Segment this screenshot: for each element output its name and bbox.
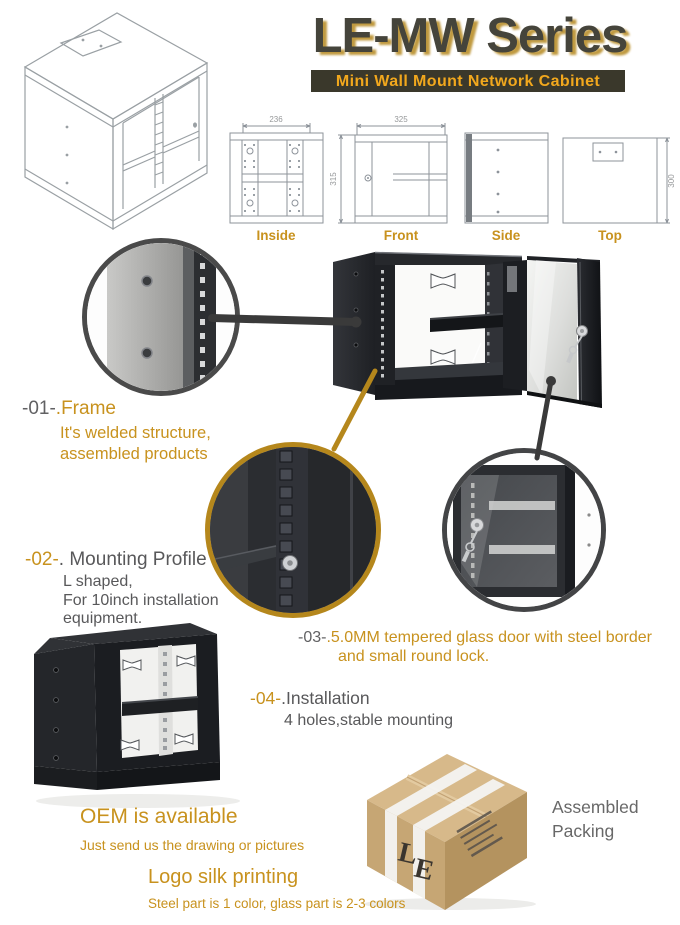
packing-straps [385, 764, 505, 899]
left-rail-holes [381, 270, 384, 378]
rail-holes [244, 144, 300, 212]
view-label-side: Side [491, 228, 521, 243]
hinge-bracket [507, 266, 517, 292]
cabinet-bottom-frame [375, 374, 522, 400]
cabinet-isometric-drawing [23, 12, 209, 231]
side-panel-screws [353, 271, 359, 348]
feature-line: L shaped, [63, 573, 133, 590]
cabinet-rear-photo [34, 623, 240, 808]
side-view-drawing [464, 132, 549, 224]
logo-printing-title: Logo silk printing [148, 866, 299, 888]
rail-drawing [154, 94, 164, 188]
shipping-label-print [456, 810, 503, 858]
door-glass [527, 260, 577, 400]
feature-number: -03- [298, 629, 327, 646]
interior-rail-holes [163, 652, 167, 750]
feature-number: -02- [25, 549, 59, 570]
cabinet-top-face [50, 623, 217, 644]
packing-line: Packing [552, 821, 615, 841]
cabinet-shelf [430, 314, 517, 332]
panel-screws [141, 275, 153, 359]
feature-line: and small round lock. [338, 648, 490, 665]
cabinet-plinth [97, 762, 220, 790]
feature-title: .Frame [55, 398, 116, 419]
logo-printing-block: Logo silk printing Steel part is 1 color… [148, 866, 405, 911]
top-view-drawing: 300 [562, 137, 676, 224]
view-label-front: Front [383, 228, 419, 243]
oem-subtitle: Just send us the drawing or pictures [80, 837, 305, 853]
feature-line: assembled products [60, 445, 208, 463]
box-le-logo: L E [395, 837, 436, 887]
shelf-edge [210, 545, 276, 573]
feature-glass-door: -03-.5.0MM tempered glass door with stee… [298, 629, 652, 666]
top-depth-dim: 300 [667, 174, 676, 188]
logo-printing-subtitle: Steel part is 1 color, glass part is 2-3… [148, 896, 406, 911]
box-right-face [445, 792, 527, 910]
front-height-dim: 315 [329, 172, 338, 186]
cabinet-floor [395, 361, 522, 381]
view-label-top: Top [598, 228, 622, 243]
feature-frame: -01-.Frame It's welded structure, assemb… [22, 398, 211, 465]
view-label-inside: Inside [256, 228, 296, 243]
technical-views-drawing: 236 325 315 [229, 115, 676, 224]
feature-line: 4 holes,stable mounting [284, 712, 453, 729]
packing-line: Assembled [552, 797, 639, 817]
mounting-keyholes [120, 655, 196, 751]
shelf-strip-lower [489, 545, 555, 554]
cabinet-shelf [122, 698, 198, 716]
feature-number: -01- [22, 398, 56, 419]
page-title: LE-MW Series [312, 9, 629, 63]
door-lock-and-keys [566, 325, 588, 364]
page-subtitle: Mini Wall Mount Network Cabinet [311, 70, 625, 92]
feature-number: -04- [250, 688, 282, 708]
door-steel-border [577, 258, 602, 408]
feature-title: . Mounting Profile [58, 549, 207, 570]
front-frame-left [375, 265, 395, 385]
glass-door-callout [442, 448, 606, 612]
feature-installation: -04-.Installation 4 holes,stable mountin… [250, 688, 453, 730]
mounting-rail [194, 243, 216, 391]
mounting-profile-callout [205, 442, 381, 618]
front-width-dim: 325 [394, 115, 408, 124]
feature-line: It's welded structure, [60, 424, 211, 442]
wall-mount-keyholes [430, 273, 456, 365]
oem-title: OEM is available [80, 805, 238, 828]
feature-line: For 10inch installation [63, 591, 219, 609]
inside-view-drawing: 236 [229, 115, 324, 224]
inside-width-dim: 236 [269, 115, 283, 124]
drawing-dots [65, 38, 197, 185]
assembled-packing-label: Assembled Packing [552, 795, 639, 843]
round-lock-with-keys [461, 518, 484, 563]
feature-title: .Installation [281, 688, 370, 708]
feature-mounting-profile: -02-. Mounting Profile L shaped, For 10i… [25, 549, 219, 629]
door-hinge-strip [503, 260, 527, 391]
feature-line: equipment. [63, 610, 143, 627]
frame-detail-callout [82, 238, 240, 396]
shelf-strip-upper [489, 501, 555, 510]
feature-title: .5.0MM tempered glass door with steel bo… [326, 629, 652, 646]
cabinet-side-panel [34, 644, 97, 772]
front-view-drawing: 325 315 [329, 115, 448, 224]
oem-block: OEM is available Just send us the drawin… [80, 805, 304, 853]
steel-panel [107, 243, 185, 391]
cabinet-open-photo [333, 251, 602, 408]
cable-entry-drawing [59, 29, 123, 57]
lock-drawing [364, 174, 372, 182]
packing-box-photo: L E [364, 754, 536, 910]
side-panel-screws [53, 667, 59, 761]
profile-square-holes [279, 450, 293, 607]
